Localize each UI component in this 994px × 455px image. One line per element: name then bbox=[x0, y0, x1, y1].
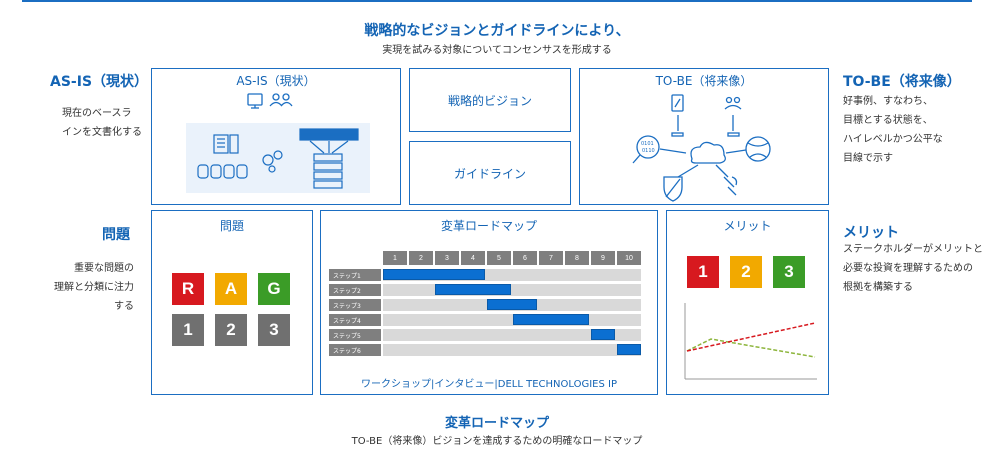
roadmap-footer: ワークショップ|インタビュー|DELL TECHNOLOGIES IP bbox=[361, 379, 617, 390]
roadmap-step-label: ステップ3 bbox=[329, 299, 381, 311]
roadmap-column-header: 8 bbox=[565, 251, 589, 265]
rag-red-tile: R bbox=[172, 273, 204, 305]
roadmap-step-bar bbox=[513, 314, 589, 325]
roadmap-column-header: 7 bbox=[539, 251, 563, 265]
tools-icon bbox=[723, 176, 738, 196]
roadmap-column-header: 4 bbox=[461, 251, 485, 265]
merit-3-tile: 3 bbox=[773, 256, 805, 288]
merit-side-line: ステークホルダーがメリットと bbox=[843, 244, 983, 255]
tablet-icon bbox=[671, 94, 684, 112]
roadmap-step-label: ステップ6 bbox=[329, 344, 381, 356]
roadmap-box-title: 変革ロードマップ bbox=[440, 219, 537, 233]
rag-green-tile: G bbox=[258, 273, 290, 305]
roadmap-step-bar bbox=[591, 329, 615, 340]
binary-magnifier-icon bbox=[632, 135, 660, 164]
roadmap-column-header: 2 bbox=[409, 251, 433, 265]
roadmap-step-bar bbox=[383, 269, 485, 280]
roadmap-step-row bbox=[383, 314, 641, 326]
tobe-box: TO-BE（将来像） 0101 0110 bbox=[579, 68, 829, 205]
issue-side-line: 理解と分類に注力する bbox=[54, 282, 134, 312]
roadmap-column-header: 9 bbox=[591, 251, 615, 265]
asis-box-title: AS-IS（現状） bbox=[236, 74, 316, 88]
shield-icon bbox=[663, 176, 683, 202]
footer-title: 変革ロードマップ bbox=[444, 416, 549, 431]
server-icon bbox=[213, 134, 239, 154]
rank-2-tile: 2 bbox=[215, 314, 247, 346]
asis-infra-icons bbox=[197, 128, 359, 189]
merit-side-text: ステークホルダーがメリットと 必要な投資を理解するための 根拠を構築する bbox=[843, 240, 983, 297]
merit-cost-line bbox=[686, 338, 816, 358]
asis-side-title: AS-IS（現状） bbox=[50, 74, 149, 90]
roadmap-step-bar bbox=[617, 344, 641, 355]
roadmap-column-header: 6 bbox=[513, 251, 537, 265]
vision-box: 戦略的ビジョン bbox=[409, 68, 571, 132]
asis-side-line: インを文書化する bbox=[62, 127, 142, 138]
vision-box-title: 戦略的ビジョン bbox=[447, 94, 532, 108]
merit-trend-chart bbox=[684, 303, 817, 380]
issue-box: 問題 R A G 1 2 3 bbox=[151, 210, 313, 395]
roadmap-step-row bbox=[383, 329, 641, 341]
issue-side-title: 問題 bbox=[102, 227, 130, 243]
roadmap-column-header: 1 bbox=[383, 251, 407, 265]
tobe-side-line: 目標とする状態を、 bbox=[843, 115, 933, 126]
header-subtitle: 実現を試みる対象についてコンセンサスを形成する bbox=[382, 45, 612, 56]
tobe-side-line: 好事例、すなわち、 bbox=[843, 96, 933, 107]
cloud-icon bbox=[690, 141, 726, 164]
merit-side-line: 根拠を構築する bbox=[843, 282, 913, 293]
rag-amber-tile: A bbox=[215, 273, 247, 305]
roadmap-step-bar bbox=[435, 284, 511, 295]
roadmap-step-label: ステップ2 bbox=[329, 284, 381, 296]
issue-box-title: 問題 bbox=[219, 219, 244, 233]
merit-side-title: メリット bbox=[843, 225, 899, 241]
asis-side-text: 現在のベースラ インを文書化する bbox=[62, 104, 142, 142]
database-icon bbox=[197, 164, 248, 179]
guideline-box: ガイドライン bbox=[409, 141, 571, 205]
svg-text:0101: 0101 bbox=[641, 141, 654, 147]
guideline-box-title: ガイドライン bbox=[453, 167, 526, 181]
asis-side-line: 現在のベースラ bbox=[62, 108, 132, 119]
people-icon bbox=[269, 93, 293, 107]
globe-icon bbox=[745, 136, 771, 162]
rank-1-tile: 1 bbox=[172, 314, 204, 346]
svg-text:0110: 0110 bbox=[642, 148, 655, 154]
gears-icon bbox=[262, 150, 283, 173]
roadmap-step-row bbox=[383, 284, 641, 296]
tobe-side-text: 好事例、すなわち、 目標とする状態を、 ハイレベルかつ公平な 目線で示す bbox=[843, 92, 943, 168]
asis-box: AS-IS（現状） bbox=[151, 68, 401, 205]
roadmap-step-row bbox=[383, 344, 641, 356]
header-title: 戦略的なビジョンとガイドラインにより、 bbox=[364, 23, 630, 39]
tobe-box-title: TO-BE（将来像） bbox=[655, 74, 753, 88]
footer-subtitle: TO-BE（将来像）ビジョンを達成するための明確なロードマップ bbox=[351, 436, 643, 447]
merit-box-title: メリット bbox=[723, 219, 772, 233]
roadmap-step-label: ステップ1 bbox=[329, 269, 381, 281]
issue-side-line: 重要な問題の bbox=[74, 263, 134, 274]
tobe-icons: 0101 0110 bbox=[632, 94, 771, 202]
tobe-side-title: TO-BE（将来像） bbox=[843, 74, 961, 90]
asis-top-icons bbox=[247, 93, 293, 109]
roadmap-step-bar bbox=[487, 299, 537, 310]
top-rule bbox=[22, 0, 972, 2]
roadmap-column-header: 3 bbox=[435, 251, 459, 265]
merit-1-tile: 1 bbox=[687, 256, 719, 288]
people-icon bbox=[724, 96, 742, 110]
merit-2-tile: 2 bbox=[730, 256, 762, 288]
merit-box: メリット 1 2 3 bbox=[666, 210, 829, 395]
computer-icon bbox=[247, 93, 263, 109]
merit-side-line: 必要な投資を理解するための bbox=[843, 263, 973, 274]
roadmap-column-header: 10 bbox=[617, 251, 641, 265]
tobe-side-line: 目線で示す bbox=[843, 153, 893, 164]
roadmap-step-label: ステップ5 bbox=[329, 329, 381, 341]
roadmap-column-header: 5 bbox=[487, 251, 511, 265]
merit-benefit-line bbox=[686, 322, 816, 352]
roadmap-step-label: ステップ4 bbox=[329, 314, 381, 326]
tobe-side-line: ハイレベルかつ公平な bbox=[843, 134, 943, 145]
hierarchy-icon bbox=[299, 128, 359, 189]
rank-3-tile: 3 bbox=[258, 314, 290, 346]
issue-side-text: 重要な問題の 理解と分類に注力する bbox=[50, 259, 134, 316]
